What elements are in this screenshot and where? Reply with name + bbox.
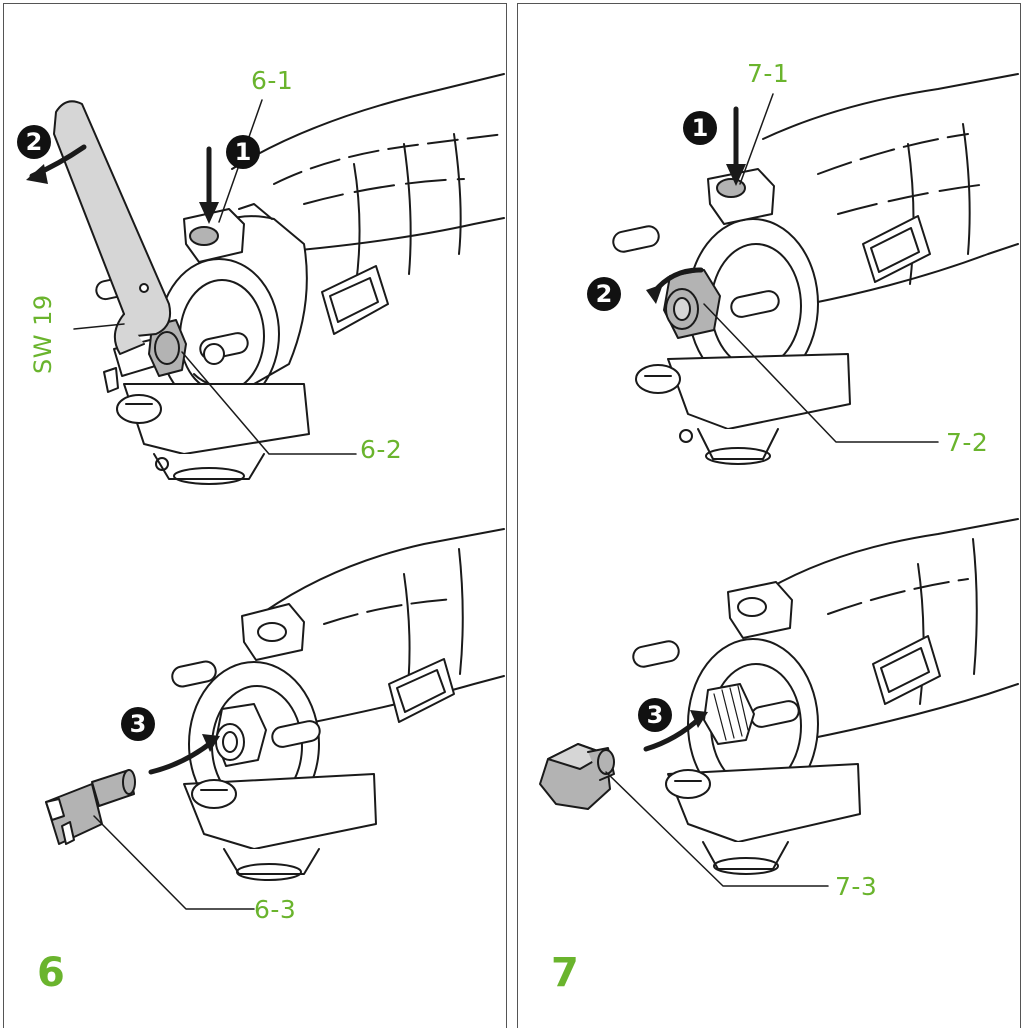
step-1-badge: 1 xyxy=(683,111,717,145)
step-3-badge: 3 xyxy=(638,698,672,732)
label-6-2: 6-2 xyxy=(360,435,403,464)
label-6-1: 6-1 xyxy=(251,66,294,95)
step-1-badge: 1 xyxy=(226,135,260,169)
tool-body-top-7 xyxy=(612,73,1019,465)
step-2-badge: 2 xyxy=(17,125,51,159)
figure-number-7: 7 xyxy=(551,950,579,996)
panel-7: 7-1 7-2 7-3 1 2 3 7 xyxy=(517,3,1021,1028)
tool-body-bottom xyxy=(45,528,505,881)
label-7-1: 7-1 xyxy=(747,59,790,88)
label-sw-19: SW 19 xyxy=(29,294,57,374)
label-6-3: 6-3 xyxy=(254,895,297,924)
step-2-badge: 2 xyxy=(587,277,621,311)
panel-7-illustration xyxy=(539,73,1019,887)
label-7-3: 7-3 xyxy=(835,872,878,901)
tool-body-bottom-7 xyxy=(539,518,1019,875)
panel-6: 6-1 6-2 6-3 SW 19 1 2 3 6 xyxy=(3,3,507,1028)
tool-body-top xyxy=(53,73,505,485)
label-7-2: 7-2 xyxy=(946,428,989,457)
step-3-badge: 3 xyxy=(121,707,155,741)
panel-6-illustration xyxy=(26,73,505,910)
figure-number-6: 6 xyxy=(37,950,65,996)
